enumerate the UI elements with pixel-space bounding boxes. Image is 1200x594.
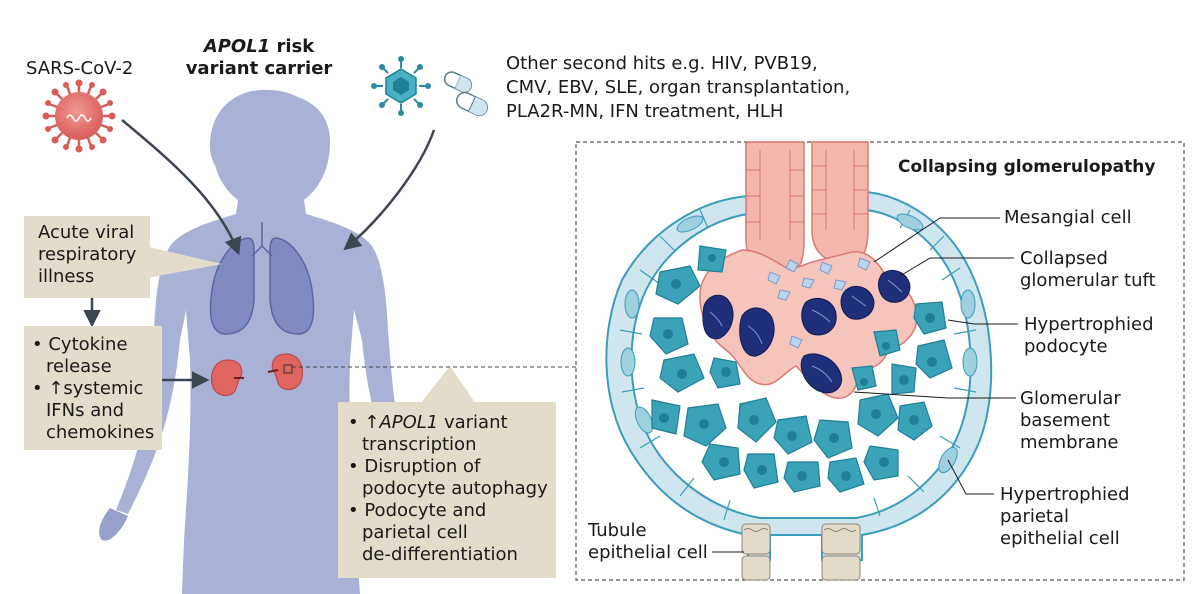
cytokine-box: • Cytokine release • ↑systemic IFNs and … bbox=[24, 326, 162, 450]
carrier-gene: APOL1 bbox=[203, 36, 271, 57]
podocyte-nuclei bbox=[659, 254, 937, 481]
second-hits-line-2: CMV, EBV, SLE, organ transplantation, bbox=[506, 77, 851, 98]
apol1-b1-line2: transcription bbox=[362, 434, 477, 455]
cytokine-b1-line2: release bbox=[46, 356, 112, 377]
second-hits-text: Other second hits e.g. HIV, PVB19, CMV, … bbox=[506, 52, 850, 124]
collapsed-line-1: Collapsed bbox=[1020, 248, 1108, 269]
cytokine-b2-line1: systemic bbox=[63, 378, 144, 399]
cytokine-line-3: • ↑systemic bbox=[32, 378, 144, 399]
tubule-line-1: Tubule bbox=[588, 520, 647, 541]
gbm-line-1: Glomerular bbox=[1020, 388, 1121, 409]
cytokine-b2-line2: IFNs and bbox=[46, 400, 125, 421]
apol1-b1-gene: APOL1 bbox=[379, 412, 439, 433]
apol1-effects-box: • ↑APOL1 variant transcription • Disrupt… bbox=[338, 402, 556, 578]
pill-capsules-icon bbox=[443, 71, 489, 117]
sars-cov-2-virus-icon bbox=[42, 79, 116, 153]
second-hits-line-1: Other second hits e.g. HIV, PVB19, bbox=[506, 53, 818, 74]
mesangial-cell-label: Mesangial cell bbox=[1004, 207, 1132, 228]
hyper-podo-line-2: podocyte bbox=[1024, 336, 1108, 357]
apol1-carrier-title: APOL1 risk variant carrier bbox=[184, 36, 334, 80]
label-leader-lines bbox=[712, 217, 1018, 553]
kidneys-icon bbox=[211, 353, 303, 397]
afferent-efferent-arterioles bbox=[745, 141, 869, 273]
gbm-line-3: membrane bbox=[1020, 432, 1119, 453]
illness-line-2: respiratory bbox=[38, 244, 137, 265]
mesangial-cells bbox=[702, 270, 911, 394]
tubule-epithelial-cells bbox=[741, 523, 861, 581]
apol1-line-1: • ↑APOL1 variant bbox=[348, 412, 508, 433]
tubule-epithelial-label: Tubule epithelial cell bbox=[588, 520, 708, 564]
illness-callout-pointer bbox=[136, 244, 222, 280]
apol1-b1-rest: variant bbox=[438, 412, 508, 433]
sars-cov-2-label: SARS-CoV-2 bbox=[26, 58, 134, 79]
collapsed-tuft-label: Collapsed glomerular tuft bbox=[1020, 248, 1156, 292]
other-virus-icon bbox=[371, 56, 431, 116]
apol1-b3-line1: Podocyte and bbox=[364, 500, 487, 521]
cytokine-line-1: • Cytokine bbox=[32, 334, 128, 355]
apol1-b2-line1: Disruption of bbox=[364, 456, 481, 477]
illness-line-1: Acute viral bbox=[38, 222, 135, 243]
carrier-line2: variant carrier bbox=[185, 58, 333, 79]
cytokine-b2-line3: chemokines bbox=[46, 422, 155, 443]
bowman-capsule bbox=[605, 190, 993, 561]
apol1-line-3: • Disruption of bbox=[348, 456, 481, 477]
apol1-callout-pointer bbox=[420, 366, 476, 404]
hypertrophied-podocyte-label: Hypertrophied podocyte bbox=[1024, 314, 1154, 358]
arrow-virus-to-lungs bbox=[121, 119, 242, 256]
lungs-icon bbox=[209, 222, 315, 335]
apol1-b3-line2: parietal cell bbox=[362, 522, 468, 543]
mesangial-cell-highlights bbox=[709, 279, 903, 383]
hyper-pec-line-3: epithelial cell bbox=[1000, 528, 1120, 549]
hair-shape bbox=[209, 89, 325, 184]
apol1-line-5: • Podocyte and bbox=[348, 500, 487, 521]
illness-line-3: illness bbox=[38, 266, 95, 287]
apol1-b3-line3: de-differentiation bbox=[362, 544, 518, 565]
cytokine-b1-line1: Cytokine bbox=[48, 334, 128, 355]
collapsed-line-2: glomerular tuft bbox=[1020, 270, 1156, 291]
hyper-podo-line-1: Hypertrophied bbox=[1024, 314, 1154, 335]
mesangial-matrix-cells bbox=[767, 257, 871, 349]
hypertrophied-pec-label: Hypertrophied parietal epithelial cell bbox=[1000, 484, 1130, 550]
collapsing-glomerulopathy-title: Collapsing glomerulopathy bbox=[898, 157, 1156, 177]
second-hits-line-3: PLA2R-MN, IFN treatment, HLH bbox=[506, 101, 784, 122]
tubule-line-2: epithelial cell bbox=[588, 542, 708, 563]
carrier-line1-rest: risk bbox=[270, 36, 315, 57]
gbm-line-2: basement bbox=[1020, 410, 1110, 431]
hyper-pec-line-1: Hypertrophied bbox=[1000, 484, 1130, 505]
hyper-pec-line-2: parietal bbox=[1000, 506, 1070, 527]
glomerulus-panel-frame bbox=[575, 141, 1185, 581]
gbm-label: Glomerular basement membrane bbox=[1020, 388, 1121, 454]
arrow-second-hits-to-body bbox=[343, 129, 436, 251]
apol1-b2-line2: podocyte autophagy bbox=[362, 478, 548, 499]
acute-illness-box: Acute viral respiratory illness bbox=[24, 216, 150, 298]
